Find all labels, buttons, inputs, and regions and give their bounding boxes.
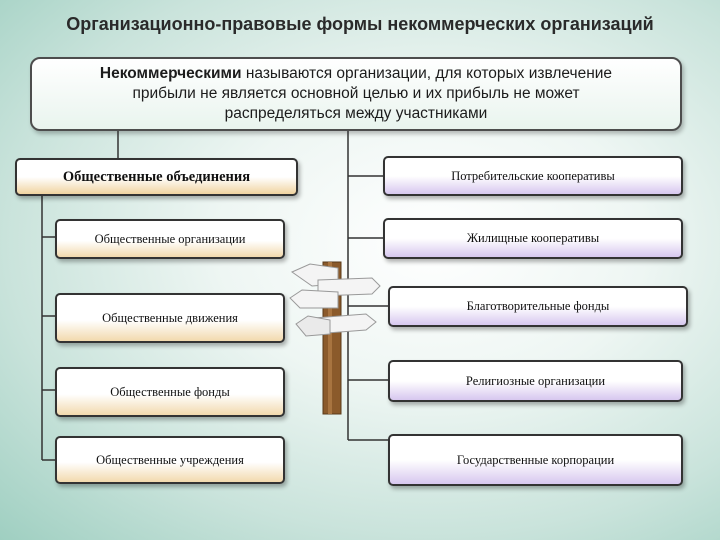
- left-item-box: Общественные движения: [55, 293, 285, 343]
- left-item-label: Общественные фонды: [110, 384, 230, 399]
- left-item-label: Общественные движения: [102, 310, 238, 325]
- left-item-label: Общественные учреждения: [96, 452, 244, 467]
- right-item-label: Потребительские кооперативы: [451, 168, 615, 183]
- left-header-label: Общественные объединения: [62, 168, 251, 185]
- definition-term: Некоммерческими: [99, 65, 242, 82]
- right-item-label: Жилищные кооперативы: [466, 231, 600, 245]
- left-item-label: Общественные организации: [94, 231, 246, 246]
- right-item-box: Благотворительные фонды: [388, 286, 688, 327]
- right-item-label: Государственные корпорации: [456, 452, 615, 467]
- left-item-box: Общественные фонды: [55, 367, 285, 417]
- page-title: Организационно-правовые формы некоммерче…: [66, 14, 654, 34]
- right-item-box: Жилищные кооперативы: [383, 218, 683, 259]
- right-item-box: Религиозные организации: [388, 360, 683, 402]
- definition-text-2: прибыли не является основной целью и их …: [132, 85, 580, 102]
- right-item-label: Религиозные организации: [465, 373, 606, 388]
- right-item-box: Потребительские кооперативы: [383, 156, 683, 196]
- right-item-box: Государственные корпорации: [388, 434, 683, 486]
- right-item-label: Благотворительные фонды: [466, 299, 610, 313]
- left-header-box: Общественные объединения: [15, 158, 298, 196]
- signpost-icon: [289, 261, 381, 415]
- definition-box: Некоммерческими называются организации, …: [30, 57, 682, 131]
- definition-text-3: распределяться между участниками: [224, 105, 488, 122]
- left-item-box: Общественные организации: [55, 219, 285, 259]
- left-item-box: Общественные учреждения: [55, 436, 285, 484]
- definition-text-1: называются организации, для которых извл…: [241, 65, 613, 82]
